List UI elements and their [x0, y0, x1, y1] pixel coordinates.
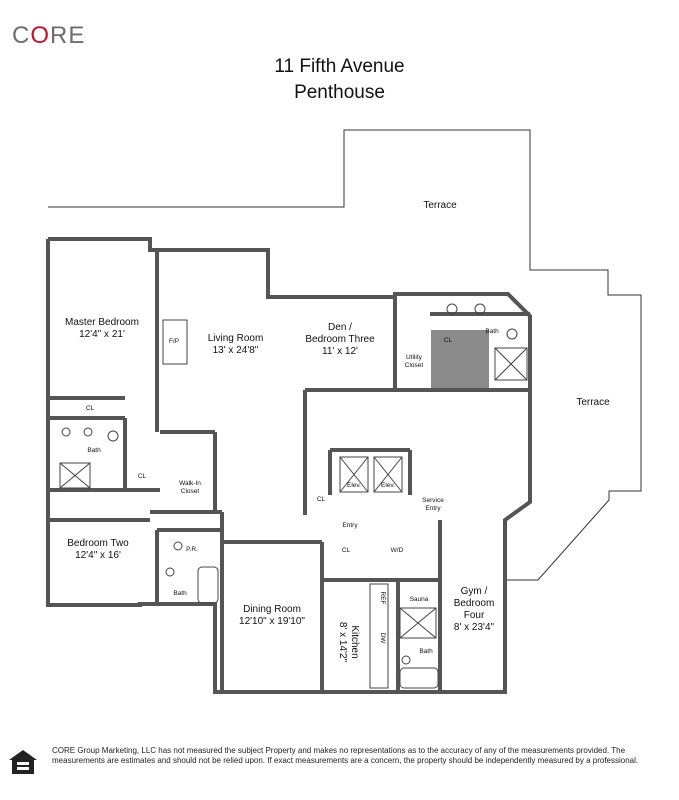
dining-room-label: Dining Room 12'10" x 19'10": [222, 604, 322, 628]
kitchen-counter: [369, 583, 389, 689]
ref-label: REF: [379, 591, 386, 605]
gym-name-3: Four: [463, 610, 485, 621]
living-room-label: Living Room 13' x 24'8": [188, 333, 283, 357]
elevator-2-label: Elev.: [381, 482, 395, 489]
gym-dims: 8' x 23'4": [453, 622, 495, 633]
dining-room-dims: 12'10" x 19'10": [239, 616, 305, 627]
equal-housing-icon: [9, 750, 37, 774]
cl-dining-label: CL: [341, 547, 351, 554]
bath-den-label: Bath: [485, 328, 499, 335]
kitchen-dims: 8' x 14'2": [337, 621, 348, 663]
cl-entry-label: CL: [316, 496, 326, 503]
den-shower: [494, 347, 528, 381]
bath-bedtwo-label: Bath: [173, 590, 187, 597]
living-room-name: Living Room: [207, 333, 264, 344]
master-bedroom-label: Master Bedroom 12'4" x 21': [52, 317, 152, 341]
gym-name-2: Bedroom: [453, 598, 495, 609]
fireplace-label: F/P: [168, 338, 180, 345]
sauna-box: [399, 607, 437, 639]
living-room-dims: 13' x 24'8": [212, 345, 259, 356]
walk-in-closet-line1: Walk-In: [179, 480, 201, 487]
dw-label: DW: [379, 632, 386, 644]
service-entry-line1: Service: [422, 497, 444, 504]
sauna-label: Sauna: [409, 596, 429, 603]
bedroom-two-label: Bedroom Two 12'4" x 16': [48, 538, 148, 562]
gym-label: Gym / Bedroom Four 8' x 23'4": [440, 586, 508, 634]
entry-label: Entry: [342, 522, 358, 529]
service-entry-label: Service Entry: [415, 497, 451, 513]
cl-den-label: CL: [443, 337, 453, 344]
kitchen-label: Kitchen 8' x 14'2": [336, 612, 360, 672]
utility-shaft: [431, 330, 489, 388]
service-entry-line2: Entry: [425, 505, 441, 512]
bedroom-two-dims: 12'4" x 16': [75, 550, 121, 561]
fireplace: [162, 319, 188, 365]
den-dims: 11' x 12': [322, 346, 358, 357]
master-bedroom-name: Master Bedroom: [65, 317, 139, 328]
bath-gym-label: Bath: [419, 648, 433, 655]
den-label: Den / Bedroom Three 11' x 12': [290, 322, 390, 358]
core-logo: CORE: [12, 22, 86, 49]
terrace-right-label: Terrace: [576, 397, 610, 408]
den-name: Den /: [328, 322, 352, 333]
den-name-2: Bedroom Three: [305, 334, 375, 345]
disclaimer-text: CORE Group Marketing, LLC has not measur…: [52, 746, 639, 765]
cl-master-label: CL: [85, 405, 95, 412]
master-shower: [59, 462, 91, 489]
wd-label: W/D: [390, 547, 404, 554]
elevator-2: [373, 456, 403, 493]
dining-room-name: Dining Room: [243, 604, 301, 615]
cl-bedtwo-label: CL: [137, 473, 147, 480]
utility-closet-line1: Utility: [406, 354, 422, 361]
walk-in-closet-label: Walk-In Closet: [165, 480, 215, 496]
elevator-1: [339, 456, 369, 493]
utility-closet-line2: Closet: [404, 362, 424, 369]
master-bedroom-dims: 12'4" x 21': [79, 329, 125, 340]
plan-title: 11 Fifth Avenue: [274, 56, 405, 77]
terrace-top-label: Terrace: [423, 200, 457, 211]
walk-in-closet-line2: Closet: [180, 488, 200, 495]
kitchen-name: Kitchen: [349, 625, 360, 659]
bath-master-label: Bath: [87, 447, 101, 454]
gym-tub: [399, 667, 439, 689]
bedroom-two-name: Bedroom Two: [67, 538, 129, 549]
elevator-1-label: Elev.: [347, 482, 361, 489]
bedtwo-tub: [197, 566, 219, 604]
apartment-outer-wall: [46, 237, 532, 694]
pr-label: P.R.: [186, 546, 198, 553]
utility-closet-label: Utility Closet: [397, 354, 431, 370]
terrace-outline: [48, 129, 642, 690]
gym-name: Gym /: [460, 586, 488, 597]
plan-subtitle: Penthouse: [294, 82, 385, 103]
